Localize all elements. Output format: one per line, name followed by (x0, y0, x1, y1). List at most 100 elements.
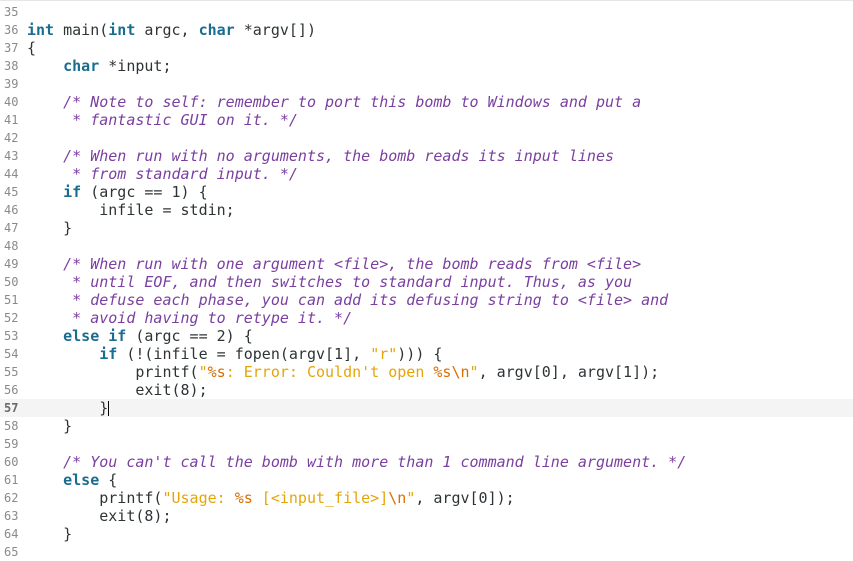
code-token (27, 183, 63, 201)
code-line[interactable]: 35 (0, 3, 853, 21)
code-token: else (63, 471, 100, 489)
code-token: } (27, 219, 73, 237)
code-line[interactable]: 63 exit(8); (0, 507, 853, 525)
code-token: if (63, 183, 82, 201)
code-token: char (198, 21, 235, 39)
line-number: 37 (4, 41, 19, 55)
line-number: 57 (4, 401, 19, 415)
code-token (27, 345, 99, 363)
line-number: 38 (4, 59, 19, 73)
code-text: } (27, 417, 72, 435)
code-token: } (27, 417, 73, 435)
code-token: infile = stdin; (27, 201, 235, 219)
code-text: } (27, 219, 72, 237)
code-token: , argv[0], argv[1]); (478, 363, 660, 381)
code-line[interactable]: 40 /* Note to self: remember to port thi… (0, 93, 853, 111)
line-number: 60 (4, 455, 19, 469)
code-text: { (27, 39, 36, 57)
code-line[interactable]: 46 infile = stdin; (0, 201, 853, 219)
code-line[interactable]: 53 else if (argc == 2) { (0, 327, 853, 345)
code-token (27, 327, 63, 345)
code-token (27, 147, 63, 165)
code-token: %s\n (433, 363, 470, 381)
code-text: * until EOF, and then switches to standa… (27, 273, 632, 291)
code-text: printf("Usage: %s [<input_file>]\n", arg… (27, 489, 514, 507)
code-line[interactable]: 49 /* When run with one argument <file>,… (0, 255, 853, 273)
code-line[interactable]: 45 if (argc == 1) { (0, 183, 853, 201)
code-line[interactable]: 55 printf("%s: Error: Couldn't open %s\n… (0, 363, 853, 381)
text-cursor (108, 401, 110, 416)
code-token: { (424, 345, 443, 363)
code-text: printf("%s: Error: Couldn't open %s\n", … (27, 363, 659, 381)
code-text: * fantastic GUI on it. */ (27, 111, 298, 129)
code-token: exit(8); (27, 507, 172, 525)
code-line[interactable]: 39 (0, 75, 853, 93)
line-number: 36 (4, 23, 19, 37)
code-token: /* When run with no arguments, the bomb … (63, 147, 615, 165)
code-token: printf( (27, 489, 163, 507)
code-token: (argc == 1) { (81, 183, 208, 201)
code-token (27, 453, 63, 471)
code-line[interactable]: 56 exit(8); (0, 381, 853, 399)
code-token: * fantastic GUI on it. */ (72, 111, 298, 129)
code-token: *input; (99, 57, 172, 75)
code-token: *argv[]) (234, 21, 316, 39)
code-token: " (198, 363, 208, 381)
code-text: /* Note to self: remember to port this b… (27, 93, 641, 111)
code-token (27, 165, 72, 183)
code-line[interactable]: 37 { (0, 39, 853, 57)
line-number: 39 (4, 77, 19, 91)
line-number: 42 (4, 131, 19, 145)
code-line[interactable]: 43 /* When run with no arguments, the bo… (0, 147, 853, 165)
code-token: " (406, 489, 416, 507)
code-token: /* Note to self: remember to port this b… (63, 93, 642, 111)
code-line[interactable]: 52 * avoid having to retype it. */ (0, 309, 853, 327)
code-token: exit(8); (27, 381, 208, 399)
code-line[interactable]: 41 * fantastic GUI on it. */ (0, 111, 853, 129)
code-line[interactable]: 42 (0, 129, 853, 147)
code-token: \n (388, 489, 407, 507)
line-number: 41 (4, 113, 19, 127)
code-text: exit(8); (27, 507, 172, 525)
code-token (27, 471, 63, 489)
code-line[interactable]: 44 * from standard input. */ (0, 165, 853, 183)
code-token: } (27, 525, 73, 543)
code-line[interactable]: 54 if (!(infile = fopen(argv[1], "r"))) … (0, 345, 853, 363)
code-line[interactable]: 60 /* You can't call the bomb with more … (0, 453, 853, 471)
line-number: 35 (4, 5, 19, 19)
line-number: 44 (4, 167, 19, 181)
code-line[interactable]: 38 char *input; (0, 57, 853, 75)
code-line[interactable]: 36 int main(int argc, char *argv[]) (0, 21, 853, 39)
code-line[interactable]: 59 (0, 435, 853, 453)
code-text: else { (27, 471, 117, 489)
code-line[interactable]: 48 (0, 237, 853, 255)
code-token: int (27, 21, 55, 39)
code-line[interactable]: 57 } (0, 399, 853, 417)
code-text: * defuse each phase, you can add its def… (27, 291, 668, 309)
code-token: argc, (135, 21, 199, 39)
code-line[interactable]: 62 printf("Usage: %s [<input_file>]\n", … (0, 489, 853, 507)
code-token: { (27, 39, 37, 57)
code-line[interactable]: 50 * until EOF, and then switches to sta… (0, 273, 853, 291)
code-text: int main(int argc, char *argv[]) (27, 21, 316, 39)
line-number: 48 (4, 239, 19, 253)
code-line[interactable]: 64 } (0, 525, 853, 543)
code-text: /* When run with one argument <file>, th… (27, 255, 641, 273)
code-token: (argc == 2) { (126, 327, 253, 345)
code-line[interactable]: 65 (0, 543, 853, 561)
line-number: 53 (4, 329, 19, 343)
line-number: 61 (4, 473, 19, 487)
code-text: infile = stdin; (27, 201, 235, 219)
code-line[interactable]: 47 } (0, 219, 853, 237)
code-token: %s (207, 363, 226, 381)
code-lines[interactable]: 35 36 int main(int argc, char *argv[]) 37 {3… (0, 3, 853, 561)
code-text: } (27, 525, 72, 543)
code-line[interactable]: 51 * defuse each phase, you can add its … (0, 291, 853, 309)
code-text: /* You can't call the bomb with more tha… (27, 453, 686, 471)
code-line[interactable]: 58 } (0, 417, 853, 435)
code-token (27, 57, 63, 75)
code-text: * avoid having to retype it. */ (27, 309, 352, 327)
code-text: exit(8); (27, 381, 208, 399)
code-line[interactable]: 61 else { (0, 471, 853, 489)
